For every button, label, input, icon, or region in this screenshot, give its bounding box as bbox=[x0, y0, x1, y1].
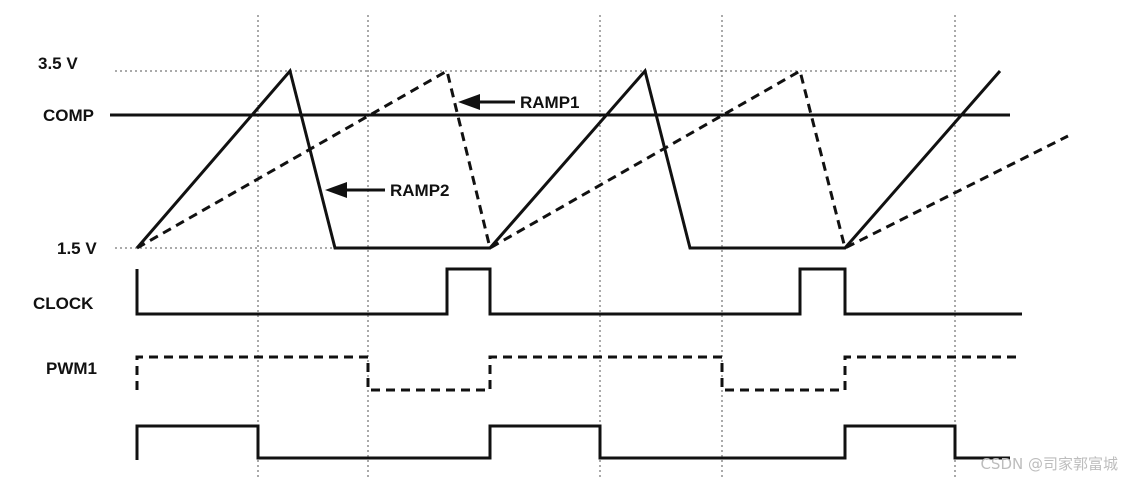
ramp2-waveform bbox=[135, 67, 1002, 250]
label-3v5: 3.5 V bbox=[38, 54, 78, 73]
label-ramp1: RAMP1 bbox=[520, 93, 580, 112]
label-clock: CLOCK bbox=[33, 294, 94, 313]
pwm2-waveform bbox=[135, 424, 1010, 460]
arrow-head-icon bbox=[458, 94, 480, 110]
label-comp: COMP bbox=[43, 106, 94, 125]
ramp1-pointer bbox=[458, 94, 515, 110]
clock-waveform bbox=[135, 267, 1022, 316]
watermark-text: CSDN @司家郭富城 bbox=[980, 455, 1118, 473]
label-pwm1: PWM1 bbox=[46, 359, 97, 378]
arrow-head-icon bbox=[325, 182, 347, 198]
horizontal-reference-lines bbox=[115, 70, 955, 249]
ramp1-waveform bbox=[136, 68, 1069, 251]
ramp2-pointer bbox=[325, 182, 385, 198]
label-1v5: 1.5 V bbox=[57, 239, 97, 258]
pwm1-waveform bbox=[135, 355, 1022, 392]
label-ramp2: RAMP2 bbox=[390, 181, 450, 200]
